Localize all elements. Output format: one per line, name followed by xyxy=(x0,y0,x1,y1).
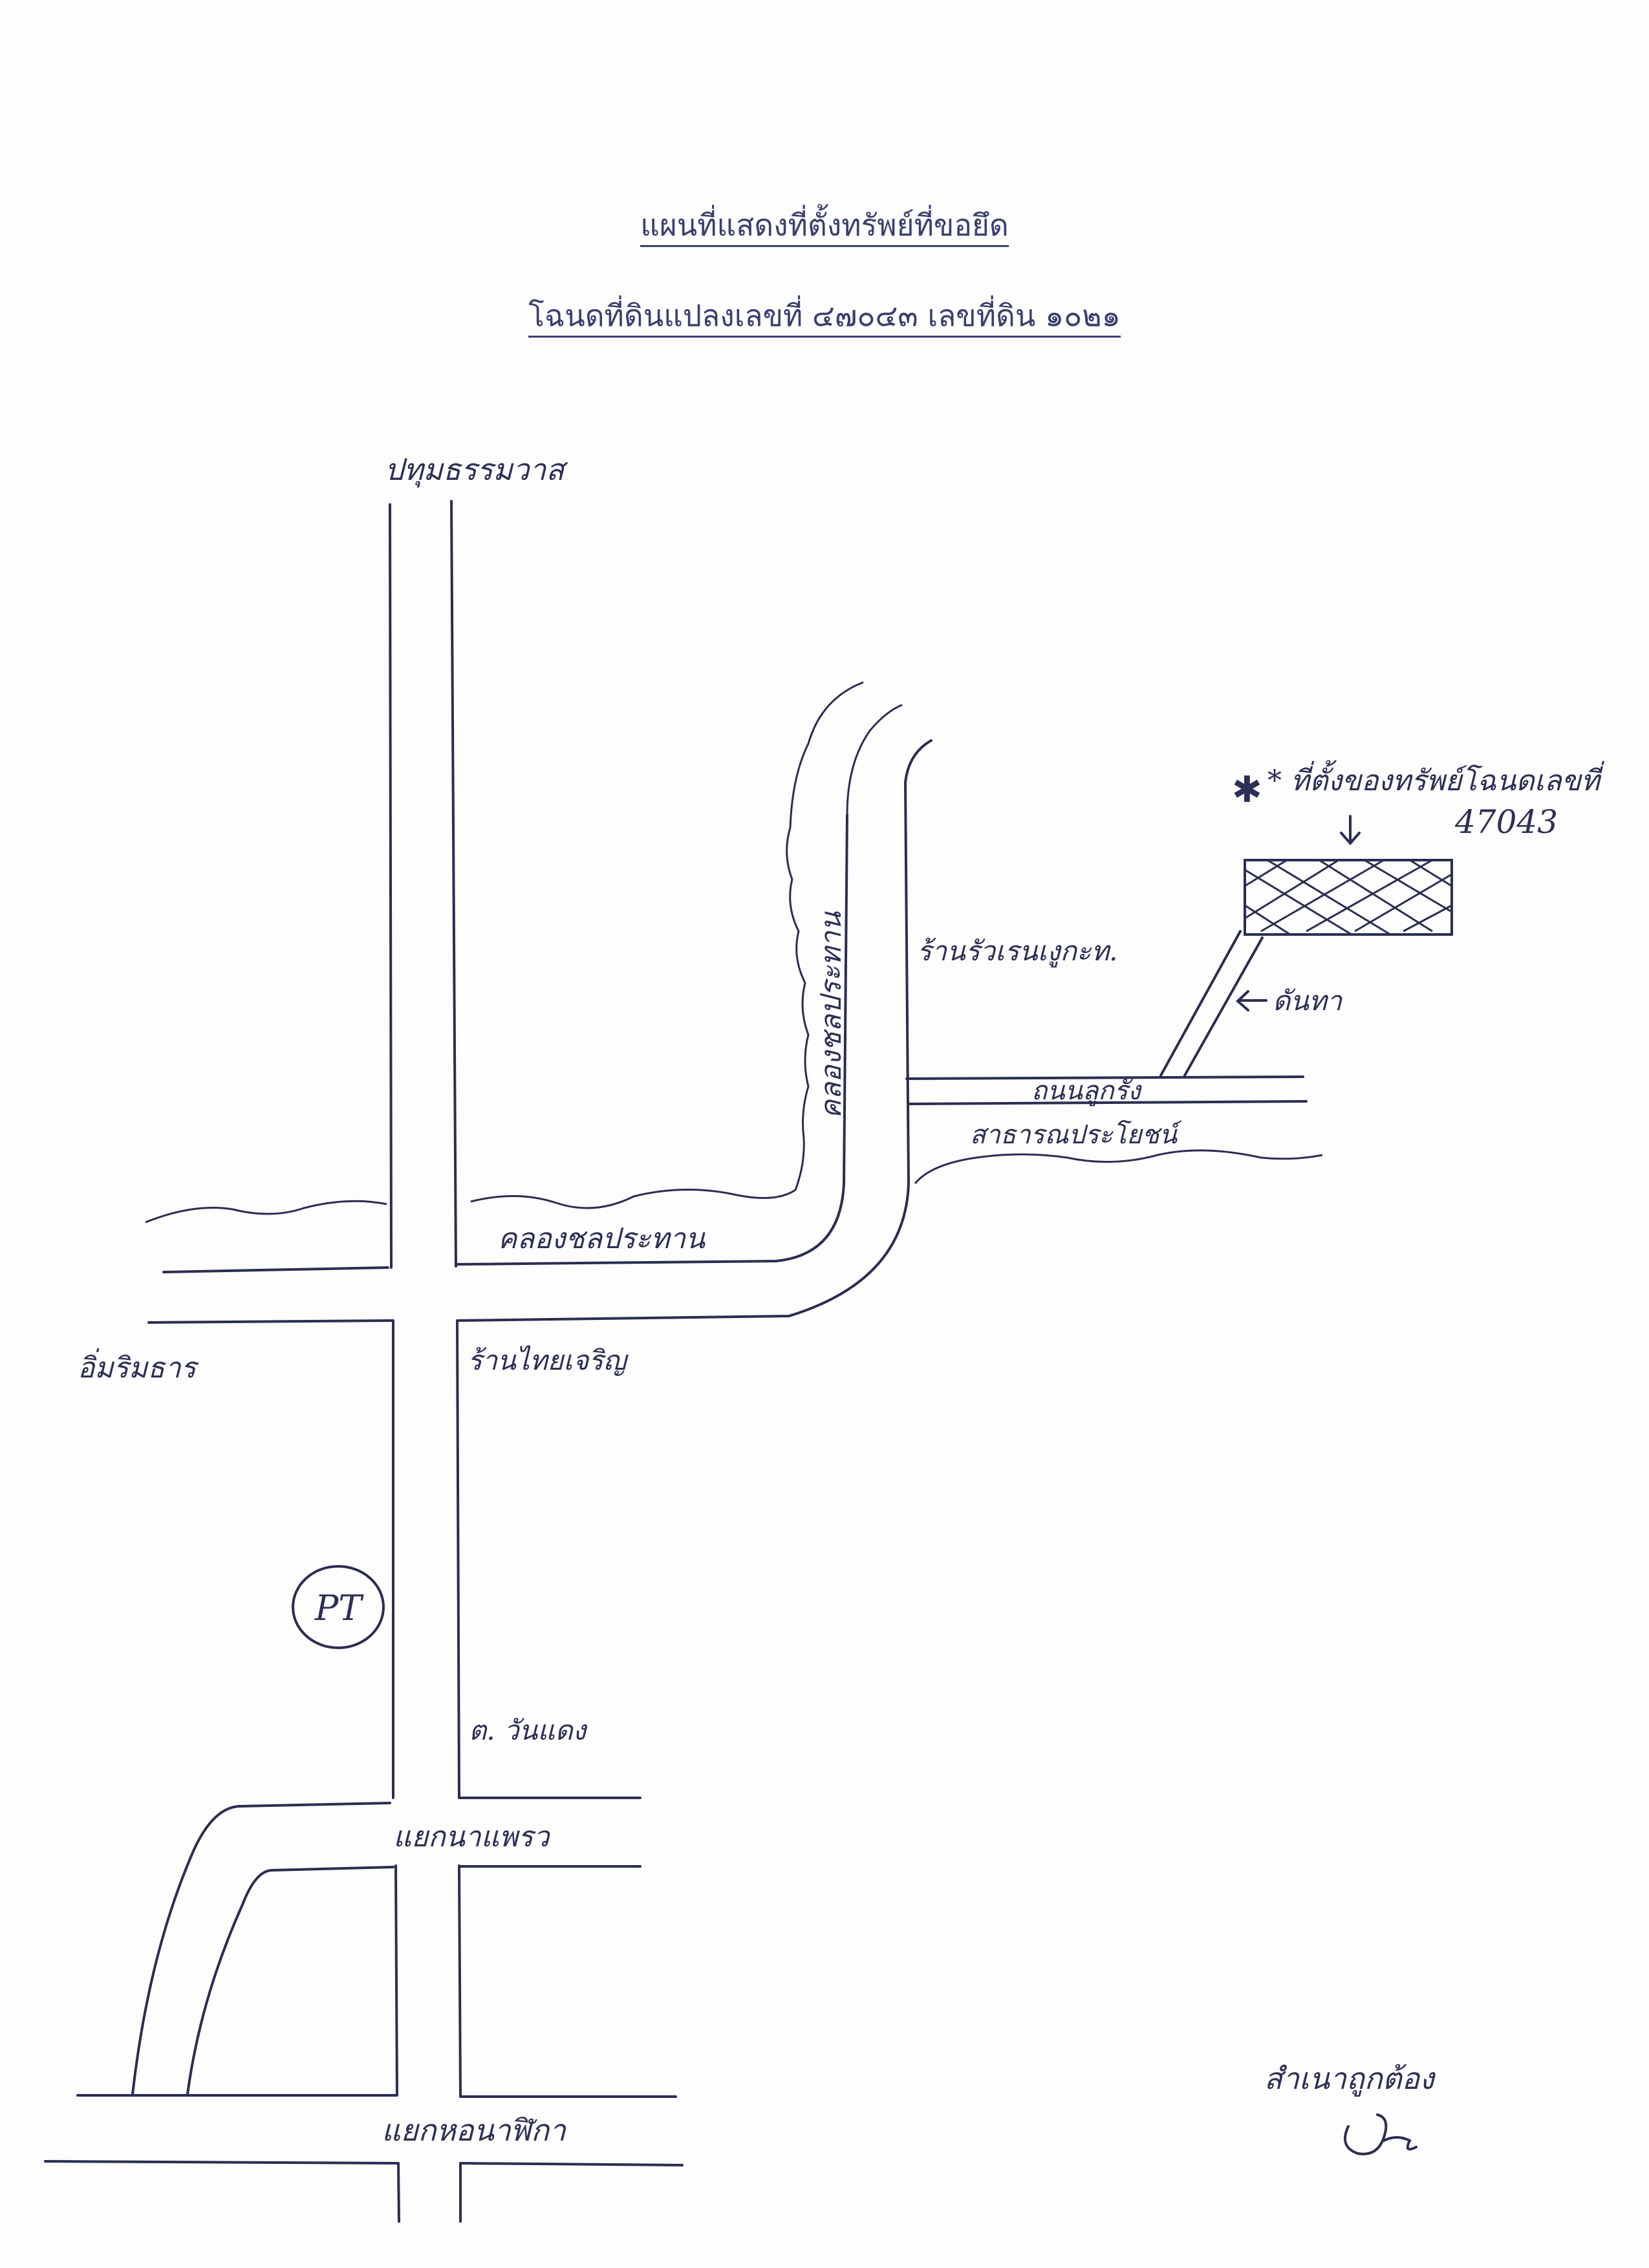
left-place-label: อิ่มริมธาร xyxy=(78,1348,200,1385)
dirt-road-top-edge xyxy=(905,1075,1304,1080)
southwest-curve-inner xyxy=(186,1866,394,2095)
canal-right-bank xyxy=(914,1149,1323,1184)
canal-inner-bank xyxy=(846,704,903,815)
road-side-label: ถนนลูกรัง xyxy=(1031,1076,1142,1107)
shop-center-label: ร้านไทยเจริญ xyxy=(468,1345,629,1376)
main-road-bottom-left-edge xyxy=(394,1864,398,2097)
canal-main-bank xyxy=(470,681,864,1209)
dirt-road-label: ดันทา xyxy=(1273,985,1343,1017)
shop-right-label: ร้านรัวเรนเงูกะท. xyxy=(917,935,1118,967)
asterisk-icon: ✱ xyxy=(1232,769,1262,811)
main-road-end-left xyxy=(397,2162,400,2223)
junction1-label: แยกนาแพรว xyxy=(393,1820,551,1853)
tambon-label: ต. วันแดง xyxy=(469,1714,588,1746)
pt-station-label: PT xyxy=(314,1588,364,1628)
left-arrow-icon xyxy=(1236,990,1267,1011)
pt-station-marker xyxy=(292,1565,385,1649)
main-road-south-right-edge xyxy=(456,1319,460,1799)
deed-subtitle: โฉนดที่ดินแปลงเลขที่ ๔๗๐๔๓ เลขที่ดิน ๑๐๒… xyxy=(0,292,1649,340)
location-note-label: * ที่ตั้งของทรัพย์โฉนดเลขที่ xyxy=(1267,760,1605,797)
access-road-left xyxy=(1159,930,1242,1077)
cross-road-left-top xyxy=(162,1266,389,1273)
down-arrow-icon xyxy=(1340,815,1361,846)
cross-road-right-top xyxy=(457,814,848,1266)
deed-number-label: 47043 xyxy=(1454,803,1558,841)
certify-label: สำเนาถูกต้อง xyxy=(1264,2061,1436,2097)
deed-subtitle-text: โฉนดที่ดินแปลงเลขที่ ๔๗๐๔๓ เลขที่ดิน ๑๐๒… xyxy=(528,298,1121,338)
main-road-bottom-right-edge xyxy=(458,1864,462,2097)
public-way-label: สาธารณประโยชน์ xyxy=(970,1119,1183,1150)
junction2-left-bottom xyxy=(44,2160,400,2165)
access-road-right xyxy=(1183,936,1264,1077)
cross-road-right-bottom xyxy=(457,739,932,1322)
canal-vertical-label: คลองชลประทาน xyxy=(815,911,848,1119)
junction2-right-bottom xyxy=(459,2162,684,2166)
signature-stroke xyxy=(1344,2113,1417,2155)
north-road-label: ปทุมธรรมวาส xyxy=(385,452,568,488)
canal-horizontal-label: คลองชลประทาน xyxy=(498,1222,706,1255)
main-road-north-left-edge xyxy=(389,503,393,1269)
cross-road-left-bottom xyxy=(147,1319,393,1324)
junction2-label: แยกหอนาฬิกา xyxy=(382,2113,567,2148)
canal-left-bank xyxy=(145,1200,387,1224)
map-title-text: แผนที่แสดงที่ตั้งทรัพย์ที่ขอยึด xyxy=(640,208,1009,247)
southwest-curve-outer xyxy=(131,1802,391,2095)
property-plot xyxy=(1244,859,1453,936)
main-road-north-right-edge xyxy=(450,500,457,1268)
dirt-road-bottom-edge xyxy=(907,1100,1308,1105)
map-title: แผนที่แสดงที่ตั้งทรัพย์ที่ขอยึด xyxy=(0,202,1649,249)
